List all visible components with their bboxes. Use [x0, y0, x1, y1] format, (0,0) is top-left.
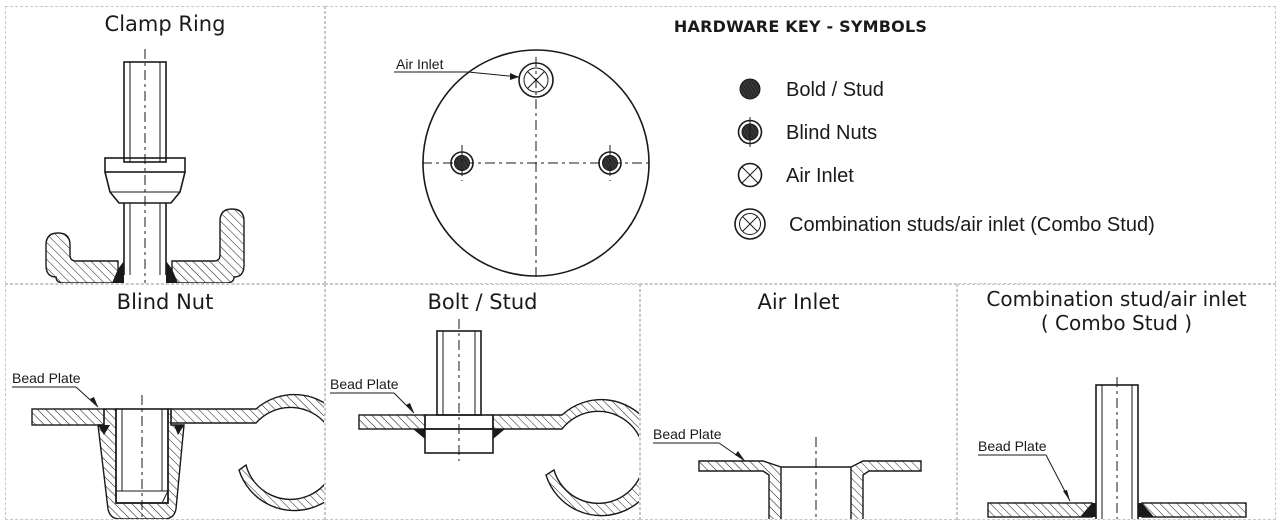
bolt-stud-drawing: Bead Plate [330, 319, 639, 517]
legend-item-bolt-stud: Bold / Stud [786, 79, 884, 101]
legend-item-combination: Combination studs/air inlet (Combo Stud) [789, 214, 1155, 236]
hardware-key-panel: HARDWARE KEY - SYMBOLS Air Inlet Bold / … [325, 6, 1276, 284]
double-circle-x-icon [734, 208, 766, 240]
blind-nut-bead-plate-label: Bead Plate [12, 370, 81, 386]
air-inlet-bead-plate-label: Bead Plate [653, 426, 722, 442]
hardware-key-title: HARDWARE KEY - SYMBOLS [673, 17, 928, 36]
bolt-stud-title: Bolt / Stud [427, 290, 538, 314]
air-inlet-panel: Air Inlet Bead Plate [640, 284, 957, 520]
clamp-ring-drawing [45, 49, 245, 283]
legend-item-blind-nuts: Blind Nuts [786, 122, 877, 144]
clamp-ring-panel: Clamp Ring [5, 6, 325, 284]
air-inlet-drawing: Bead Plate [653, 426, 922, 519]
combo-stud-bead-plate-label: Bead Plate [978, 438, 1047, 454]
combo-stud-title-line2: ( Combo Stud ) [1040, 311, 1193, 335]
blind-nut-title: Blind Nut [116, 290, 214, 314]
combo-stud-title-line1: Combination stud/air inlet [986, 287, 1247, 311]
circle-x-icon [737, 162, 763, 188]
combo-stud-panel: Combination stud/air inlet ( Combo Stud … [957, 284, 1276, 520]
ringed-filled-dot-icon [737, 117, 763, 147]
legend-item-air-inlet: Air Inlet [786, 165, 854, 187]
combo-stud-drawing: Bead Plate [978, 377, 1247, 519]
hardware-key-drawing: Air Inlet Bold / Stud Blind Nuts Air Inl… [394, 49, 1155, 279]
blind-nut-panel: Blind Nut Bead Plate [5, 284, 325, 520]
bolt-stud-panel: Bolt / Stud Bead Plate [325, 284, 640, 520]
blind-nut-drawing: Bead Plate [12, 370, 324, 519]
air-inlet-title: Air Inlet [757, 290, 840, 314]
key-air-inlet-label: Air Inlet [396, 56, 444, 72]
bolt-stud-bead-plate-label: Bead Plate [330, 376, 399, 392]
legend: Bold / Stud Blind Nuts Air Inlet Combina… [734, 78, 1155, 240]
clamp-ring-title: Clamp Ring [104, 12, 226, 36]
combo-stud-title: Combination stud/air inlet ( Combo Stud … [958, 287, 1275, 335]
filled-dot-icon [739, 78, 761, 100]
